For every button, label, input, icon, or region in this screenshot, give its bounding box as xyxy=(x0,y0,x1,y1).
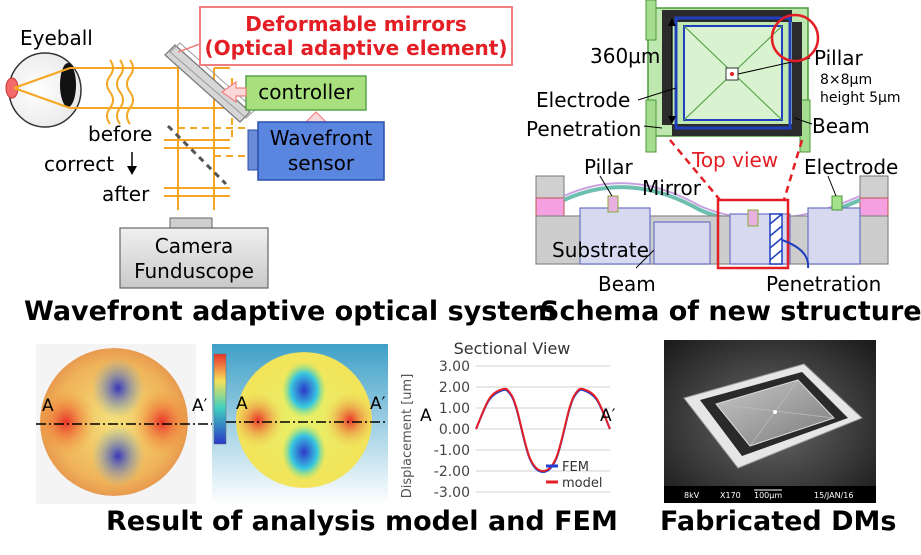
sem-caption: Fabricated DMs xyxy=(660,506,897,537)
y-tick-label: -2.00 xyxy=(434,464,470,480)
legend-label: FEM xyxy=(562,460,589,475)
schema-caption: Schema of new structure xyxy=(540,296,921,327)
chart-ylabel: Displacement [um] xyxy=(400,374,415,499)
sectional-view-chart: Sectional View Displacement [um] 3.00 2.0… xyxy=(400,339,611,501)
camera-line2: Funduscope xyxy=(134,259,254,283)
optical-caption: Wavefront adaptive optical system xyxy=(24,296,557,327)
controller-label: controller xyxy=(258,80,354,104)
analysis-maps xyxy=(36,344,388,504)
detail-frame xyxy=(716,198,790,270)
a-left-2: A xyxy=(236,394,248,414)
sem-date: 15/JAN/16 xyxy=(814,491,853,500)
pillar-side-label: Pillar xyxy=(584,155,633,179)
correct-label: correct xyxy=(44,152,115,176)
top-view-label: Top view xyxy=(692,148,779,172)
sem-image: 8kV X170 100μm 15/JAN/16 xyxy=(664,340,876,503)
before-label: before xyxy=(88,122,153,146)
sem-scale: 100μm xyxy=(754,491,782,500)
camera-label: Camera Funduscope xyxy=(120,234,268,284)
series-line-model xyxy=(475,387,611,473)
dim-label: 360μm xyxy=(590,44,661,68)
a-right-1: A′ xyxy=(192,396,208,416)
sem-kv: 8kV xyxy=(684,491,700,500)
legend-label: model xyxy=(562,476,602,491)
after-label: after xyxy=(102,182,150,206)
wavefront-line1: Wavefront xyxy=(269,126,373,150)
a-right-2: A′ xyxy=(370,394,386,414)
camera-box xyxy=(119,227,269,289)
wavefront-line2: sensor xyxy=(287,151,355,175)
electrode-side-label: Electrode xyxy=(804,155,899,179)
detail-circle xyxy=(770,13,820,63)
y-tick-label: 3.00 xyxy=(439,359,470,375)
dm-title-line1: Deformable mirrors xyxy=(245,12,467,36)
y-tick-label: 1.00 xyxy=(439,401,470,417)
beam-side-label: Beam xyxy=(598,272,656,296)
schema-diagram xyxy=(535,0,889,270)
pillar-top-label: Pillar xyxy=(814,46,863,70)
wavefront-sensor-box xyxy=(257,121,385,181)
substrate-label: Substrate xyxy=(552,238,649,262)
dm-title: Deformable mirrors (Optical adaptive ele… xyxy=(200,12,512,60)
optical-system-diagram xyxy=(5,6,513,289)
electrode-top-label: Electrode xyxy=(536,88,631,112)
penetration-top-label: Penetration xyxy=(526,117,642,141)
a-left-3: A xyxy=(420,406,432,426)
y-tick-label: -1.00 xyxy=(434,443,470,459)
y-tick-label: -3.00 xyxy=(434,485,470,501)
analysis-caption: Result of analysis model and FEM xyxy=(106,506,618,537)
camera-line1: Camera xyxy=(154,234,234,258)
pillar-size-label: 8×8μm xyxy=(820,72,873,88)
penetration-side-label: Penetration xyxy=(766,272,882,296)
a-right-3: A′ xyxy=(600,406,616,426)
y-tick-label: 2.00 xyxy=(439,380,470,396)
dm-label-box xyxy=(199,6,513,66)
controller-box xyxy=(245,75,367,111)
eyeball-label: Eyeball xyxy=(20,26,93,50)
beam-top-label: Beam xyxy=(812,114,870,138)
sem-mag: X170 xyxy=(720,491,741,500)
a-left-1: A xyxy=(42,396,54,416)
dm-title-line2: (Optical adaptive element) xyxy=(204,36,508,60)
chart-title: Sectional View xyxy=(454,339,571,358)
mirror-label: Mirror xyxy=(642,176,701,200)
pillar-height-label: height 5μm xyxy=(820,90,901,106)
y-tick-label: 0.00 xyxy=(439,422,470,438)
series-line-fem xyxy=(475,388,611,474)
wavefront-sensor-label: Wavefront sensor xyxy=(258,126,384,176)
